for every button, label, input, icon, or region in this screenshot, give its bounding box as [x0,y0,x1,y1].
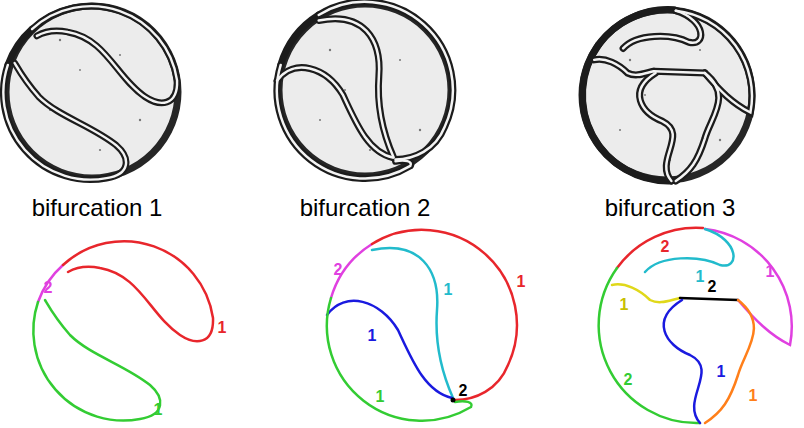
photo-3 [582,10,752,181]
segment-diagram-1 [33,241,213,420]
segment-number: 2 [44,280,53,296]
segment-number: 2 [459,383,468,399]
segment-number: 1 [696,269,705,285]
segment-number: 1 [368,328,377,344]
segment-number: 1 [376,389,385,405]
segment-number: 2 [334,262,343,278]
figure-title: bifurcation 2 [300,196,431,220]
segment-number: 2 [661,239,670,255]
segment-diagram-2 [327,230,517,421]
segment-number: 1 [154,402,163,418]
segment-number: 1 [218,320,227,336]
segment-number: 1 [766,264,775,280]
photo-1 [3,6,178,180]
segment-number: 1 [517,274,526,290]
segment-number: 1 [620,297,629,313]
figure-title: bifurcation 1 [32,196,163,220]
photo-2 [277,2,453,179]
segment-number: 2 [708,279,717,295]
segment-number: 2 [624,372,633,388]
segment-diagram-3 [599,228,792,423]
figure-title: bifurcation 3 [605,196,736,220]
segment-number: 1 [444,282,453,298]
segment-number: 1 [717,364,726,380]
segment-number: 1 [749,388,758,404]
